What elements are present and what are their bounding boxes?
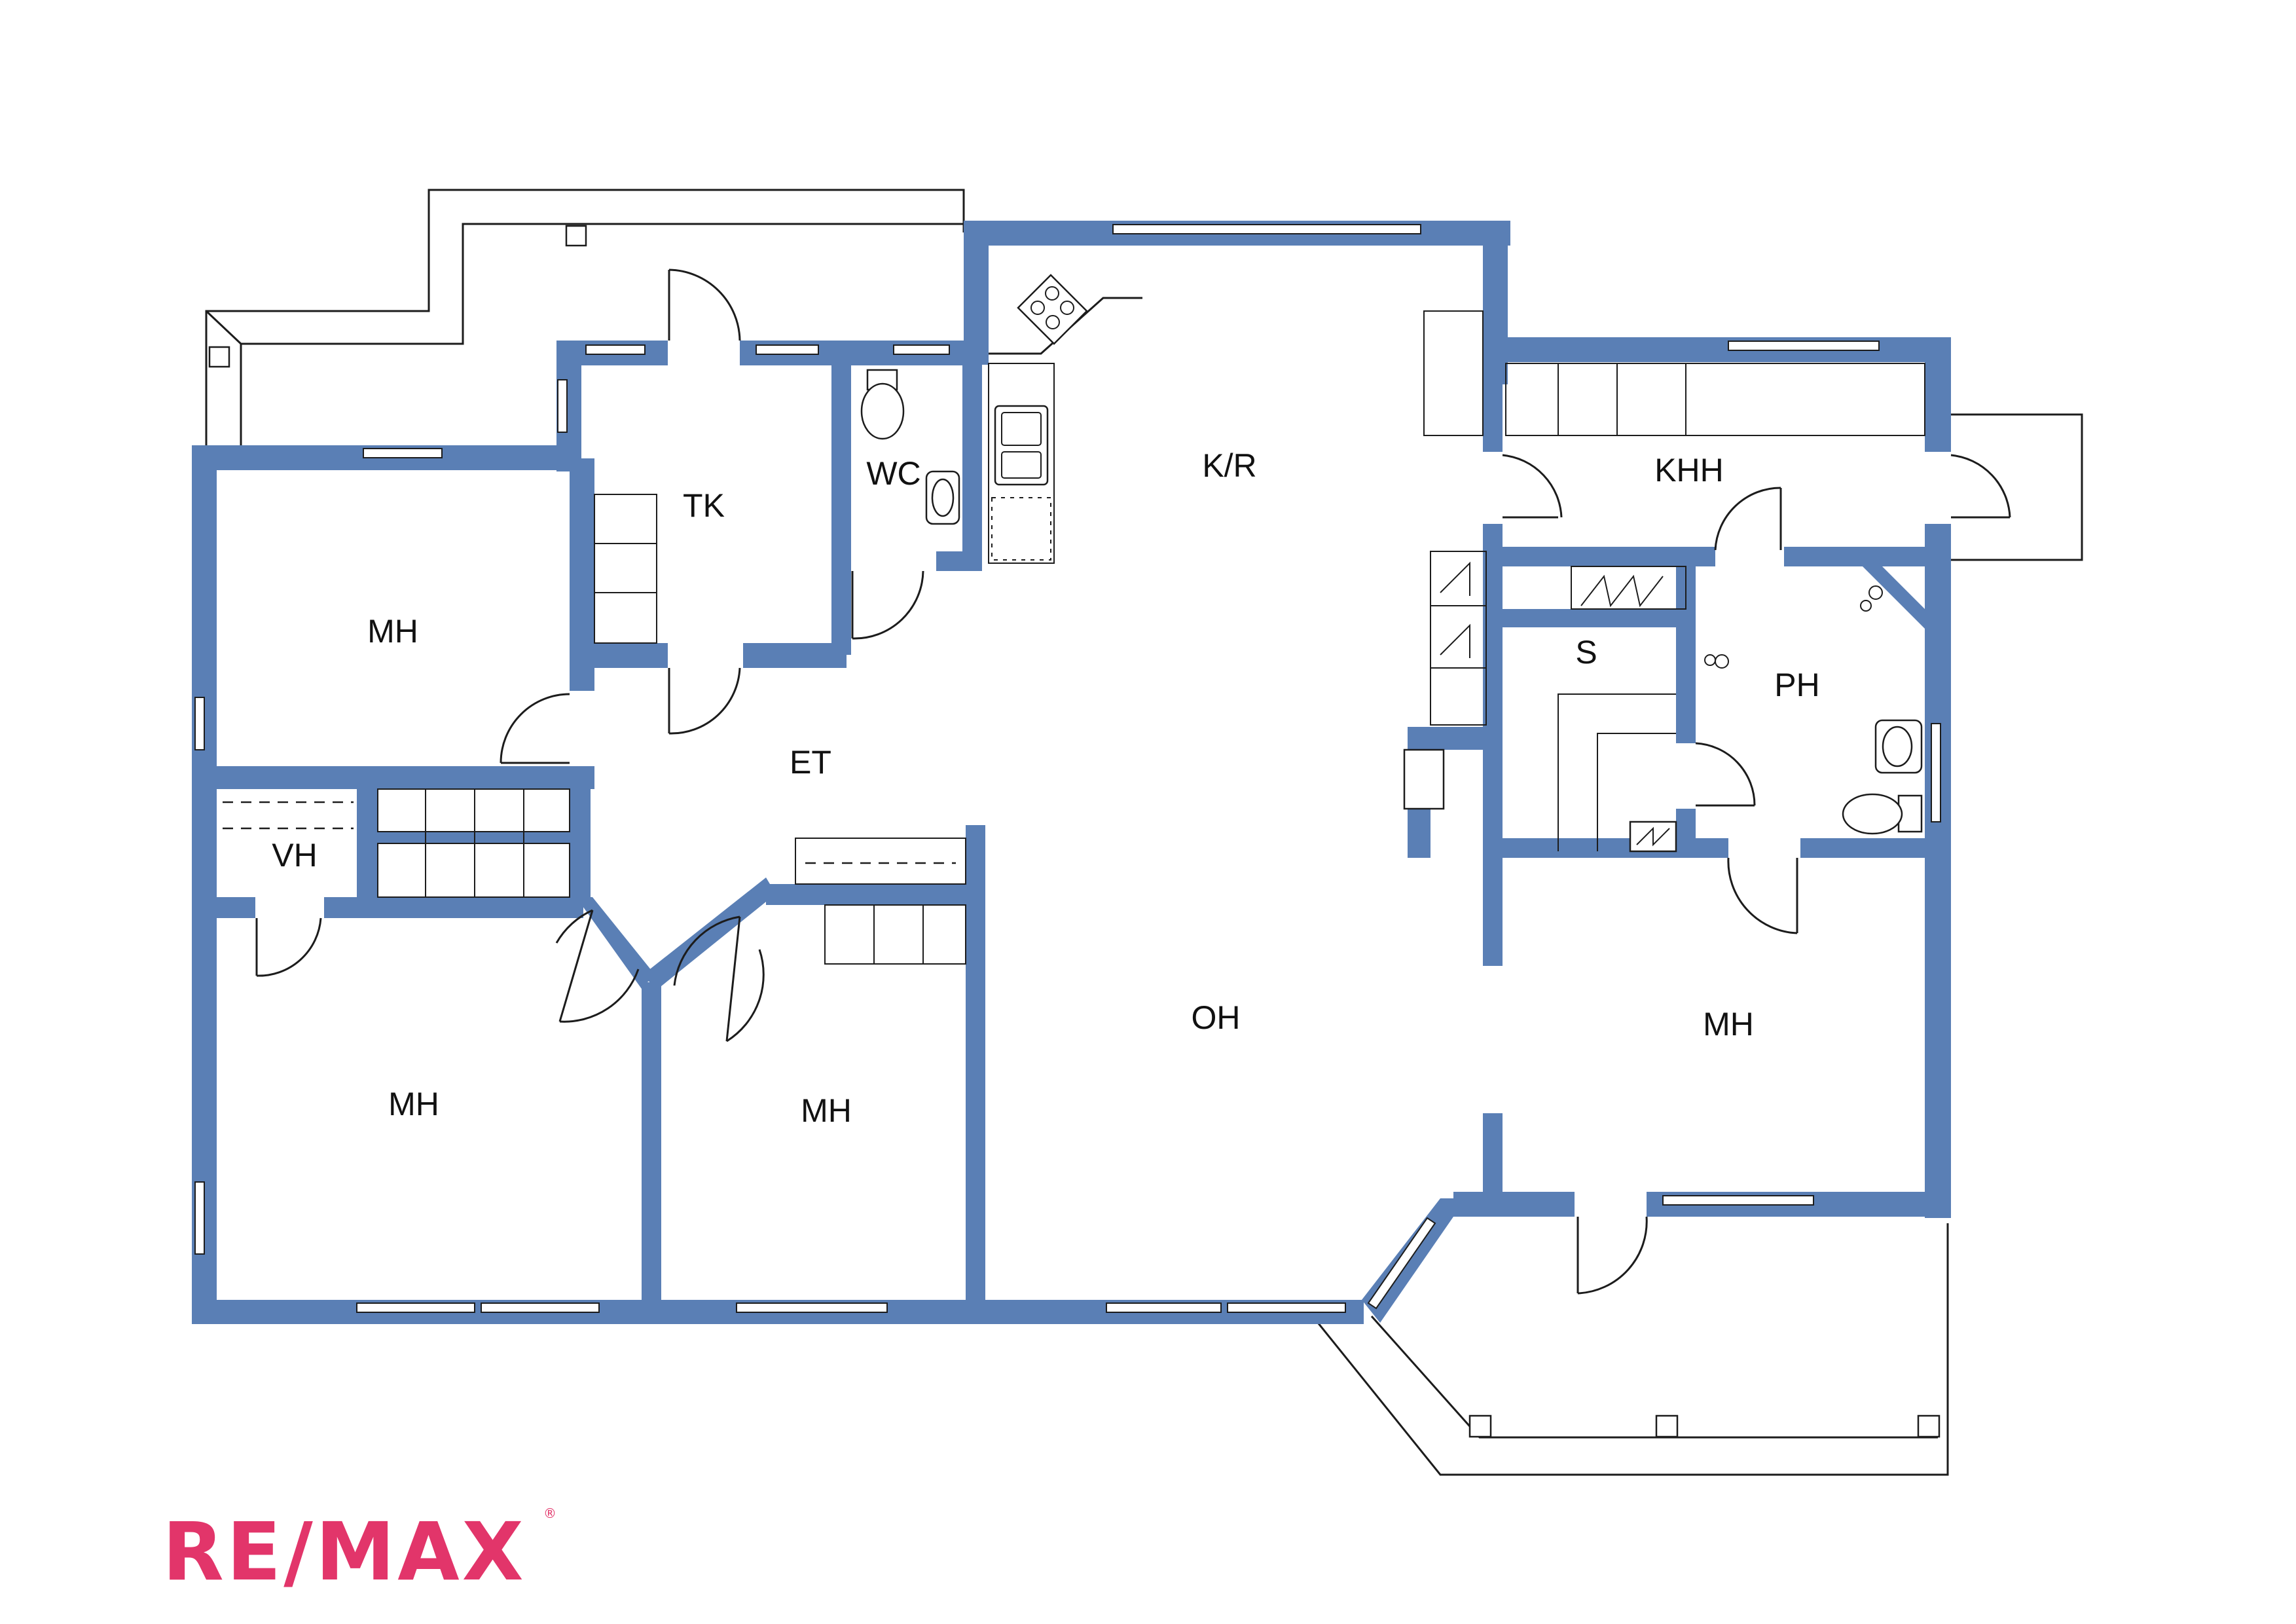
- room-label-wc: WC: [866, 455, 920, 492]
- room-label-oh: OH: [1192, 999, 1241, 1036]
- room-label-kr: K/R: [1202, 447, 1256, 484]
- room-label-mh-top-left: MH: [367, 613, 418, 650]
- wc-sink-icon: [925, 470, 960, 525]
- room-label-mh-bottom-mid: MH: [801, 1092, 852, 1129]
- ph-toilet-icon: [1842, 793, 1923, 835]
- room-label-s: S: [1575, 634, 1597, 671]
- windows: [194, 224, 1941, 1313]
- room-label-vh: VH: [272, 837, 317, 874]
- room-label-et: ET: [790, 744, 831, 781]
- kitchen-sink-icon: [994, 405, 1049, 486]
- room-label-ph: PH: [1774, 667, 1819, 703]
- room-labels: K/R TK WC KHH MH ET S PH VH OH MH MH MH: [272, 447, 1819, 1129]
- remax-logo-text: RE/MAX: [162, 1505, 526, 1598]
- fixtures: [223, 274, 1925, 965]
- ph-sink-icon: [1874, 719, 1923, 774]
- terrace-outlines: [205, 189, 2083, 1476]
- remax-logo: RE/MAX ®: [162, 1505, 556, 1598]
- room-label-mh-right: MH: [1703, 1006, 1754, 1043]
- room-label-tk: TK: [683, 487, 725, 524]
- room-label-khh: KHH: [1654, 452, 1724, 489]
- wc-toilet-icon: [860, 369, 905, 440]
- shower-icon: [1704, 585, 1883, 669]
- room-label-mh-bottom-left: MH: [388, 1086, 439, 1122]
- doors: [255, 268, 2011, 1295]
- stove-icon: [1017, 274, 1088, 345]
- remax-logo-registered-mark: ®: [543, 1505, 556, 1521]
